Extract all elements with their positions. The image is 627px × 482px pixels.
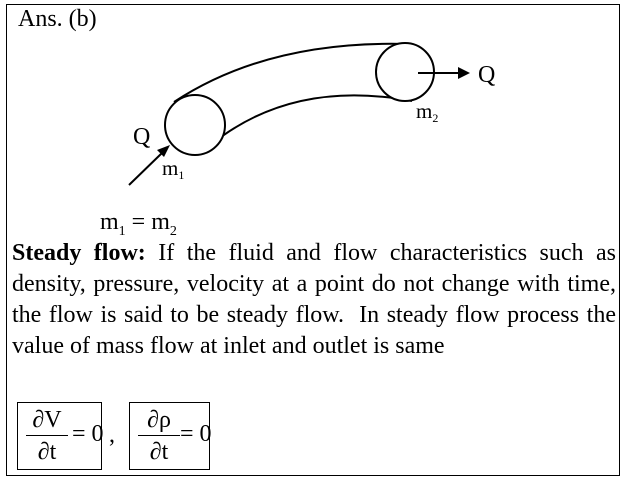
outlet-flow-label: Q bbox=[478, 62, 495, 88]
flow-tube-diagram: Q Q m1 m2 bbox=[128, 42, 495, 186]
steady-flow-term: Steady flow: bbox=[12, 240, 146, 266]
formula-numerator: ∂ρ bbox=[138, 405, 180, 436]
outlet-arrow-head bbox=[458, 67, 470, 79]
steady-flow-definition: Steady flow: If the fluid and flow chara… bbox=[12, 238, 616, 362]
formula-rhs: = 0 bbox=[72, 421, 104, 447]
formula-separator: , bbox=[109, 422, 115, 448]
mass-equality-equation: m1 = m2 bbox=[100, 209, 177, 239]
formula-denominator: ∂t bbox=[149, 439, 169, 465]
answer-frame bbox=[6, 4, 620, 476]
velocity-derivative-formula: ∂V ∂t = 0 bbox=[17, 402, 104, 470]
outlet-mass-label: m2 bbox=[416, 99, 438, 125]
inlet-arrow-shaft bbox=[128, 151, 164, 186]
density-derivative-formula: ∂ρ ∂t = 0 bbox=[129, 402, 212, 470]
steady-flow-text: If the fluid and flow characteristics su… bbox=[12, 240, 623, 359]
inlet-cross-section bbox=[164, 94, 226, 156]
formula-numerator: ∂V bbox=[26, 405, 68, 436]
inlet-mass-label: m1 bbox=[162, 156, 184, 182]
formula-rhs: = 0 bbox=[180, 421, 212, 447]
tube-inner-wall bbox=[220, 94, 413, 138]
tube-outer-wall bbox=[173, 42, 409, 103]
inlet-arrow-head bbox=[157, 145, 170, 157]
inlet-flow-label: Q bbox=[133, 124, 150, 150]
formula-denominator: ∂t bbox=[37, 439, 57, 465]
answer-label: Ans. (b) bbox=[18, 6, 97, 32]
